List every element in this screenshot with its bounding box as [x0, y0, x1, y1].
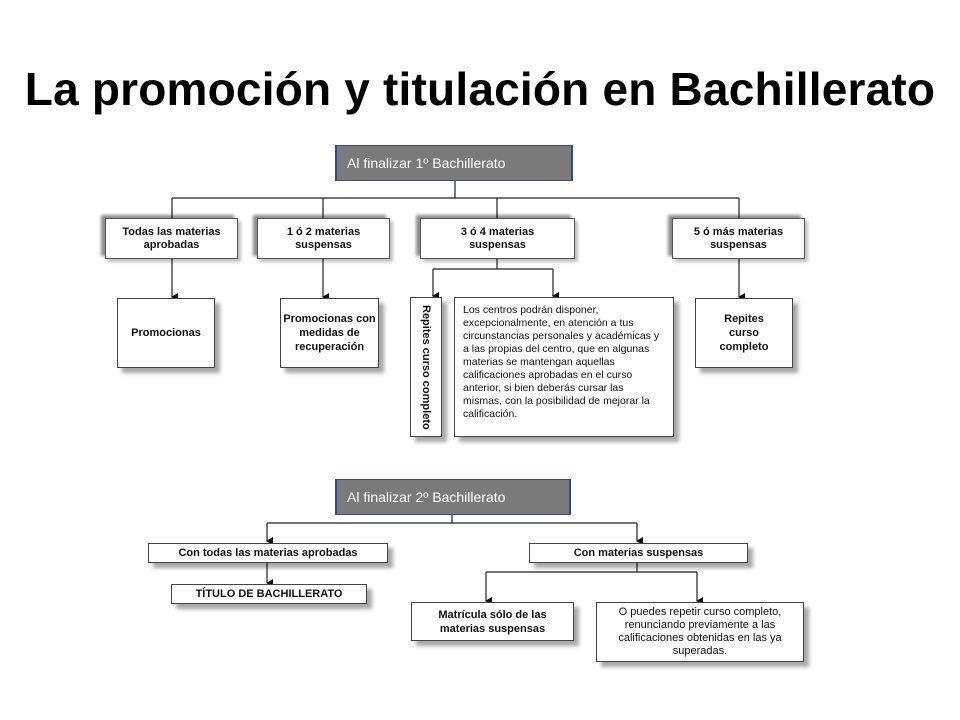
category-five-more-failed: 5 ó más materias suspensas — [672, 218, 805, 259]
category-all-passed: Todas las materias aprobadas — [105, 218, 238, 259]
category-label: Con materias suspensas — [573, 547, 704, 559]
outcome-enroll-failed: Matrícula sólo de las materias suspensas — [411, 602, 574, 641]
category-three-four-failed: 3 ó 4 materias suspensas — [420, 218, 575, 259]
outcome-paragraph: Los centros podrán disponer, excepcional… — [463, 304, 660, 420]
outcome-repeat-vertical: Repites curso completo — [410, 297, 442, 437]
category-label: Con todas las materias aprobadas — [178, 547, 358, 559]
first-year-header-label: Al finalizar 1º Bachillerato — [347, 155, 506, 171]
outcome-label: Repites curso completo — [719, 313, 769, 353]
outcome-repeat-full: Repites curso completo — [695, 298, 793, 368]
outcome-label: Matrícula sólo de las materias suspensas — [438, 608, 547, 635]
outcome-promote: Promocionas — [117, 298, 215, 368]
outcome-title-granted: TÍTULO DE BACHILLERATO — [171, 584, 367, 604]
outcome-label: Repites curso completo — [420, 304, 432, 430]
outcome-label: Promocionas — [131, 327, 201, 339]
outcome-promote-recovery: Promocionas con medidas de recuperación — [280, 298, 379, 368]
page-title: La promoción y titulación en Bachillerat… — [24, 63, 936, 115]
outcome-repeat-course: O puedes repetir curso completo, renunci… — [596, 602, 804, 662]
category-label: 1 ó 2 materias suspensas — [286, 225, 361, 251]
outcome-exception-text: Los centros podrán disponer, excepcional… — [454, 297, 674, 437]
category-all-passed-2: Con todas las materias aprobadas — [148, 543, 388, 563]
category-label: 3 ó 4 materias suspensas — [460, 225, 535, 251]
second-year-header: Al finalizar 2º Bachillerato — [335, 479, 571, 515]
outcome-paragraph: O puedes repetir curso completo, renunci… — [618, 606, 782, 657]
category-one-two-failed: 1 ó 2 materias suspensas — [257, 218, 390, 259]
category-failed-2: Con materias suspensas — [529, 543, 748, 563]
second-year-header-label: Al finalizar 2º Bachillerato — [347, 489, 506, 505]
outcome-label: TÍTULO DE BACHILLERATO — [195, 588, 343, 600]
outcome-label: Promocionas con medidas de recuperación — [283, 313, 376, 353]
first-year-header: Al finalizar 1º Bachillerato — [335, 145, 573, 181]
category-label: Todas las materias aprobadas — [122, 225, 221, 251]
category-label: 5 ó más materias suspensas — [693, 225, 784, 251]
